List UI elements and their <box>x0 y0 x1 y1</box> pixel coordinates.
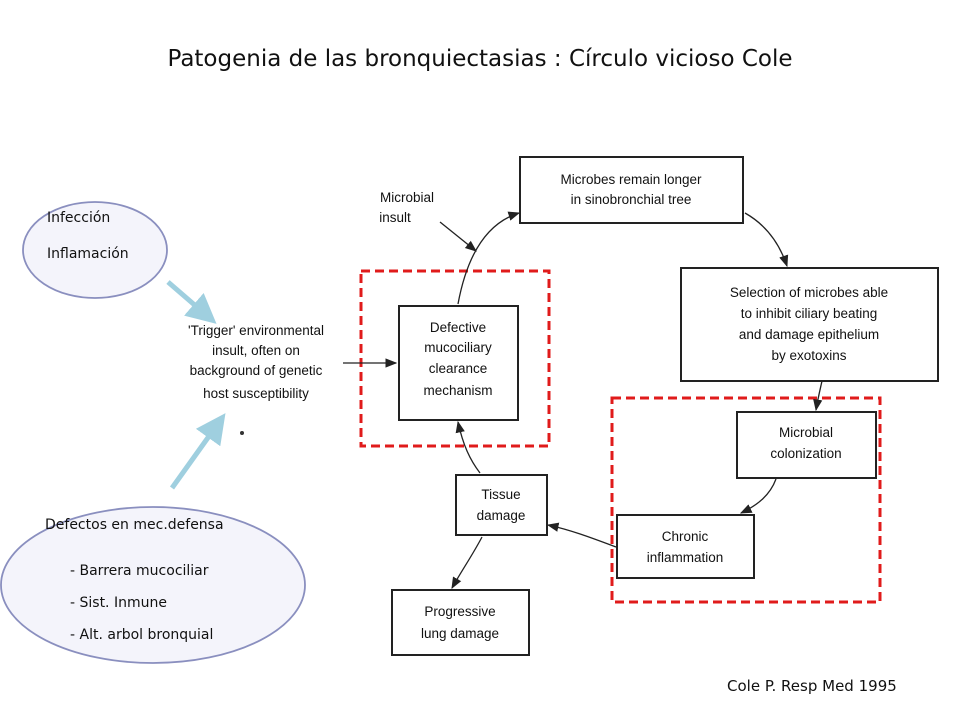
box-microbes-remain <box>519 156 744 224</box>
infection-inflammation-text: Infección Inflamación <box>47 210 129 262</box>
svg-text:mechanism: mechanism <box>423 383 492 398</box>
slide-title: Patogenia de las bronquiectasias : Círcu… <box>167 46 793 72</box>
svg-text:Selection of microbes able: Selection of microbes able <box>730 285 888 300</box>
arrow-selection-to-colonization <box>813 380 823 412</box>
defense-defects-text: Defectos en mec.defensa - Barrera mucoci… <box>45 517 224 643</box>
box-defective-clearance <box>398 305 519 421</box>
svg-text:'Trigger' environmental: 'Trigger' environmental <box>188 323 324 338</box>
box-selection-microbes-text: Selection of microbes able to inhibit ci… <box>730 285 888 363</box>
svg-text:colonization: colonization <box>770 446 841 461</box>
note-infeccion: Infección <box>47 210 110 226</box>
note-barrera: - Barrera mucociliar <box>70 563 209 579</box>
arrow-tissue-to-progressive <box>451 536 483 590</box>
box-microbial-colonization <box>736 411 877 479</box>
svg-text:Tissue: Tissue <box>481 487 520 502</box>
note-arbol: - Alt. arbol bronquial <box>70 627 213 643</box>
svg-text:background of genetic: background of genetic <box>190 363 323 378</box>
arrow-defective-to-microbes <box>457 211 521 305</box>
svg-text:Microbial: Microbial <box>380 190 434 205</box>
svg-text:host susceptibility: host susceptibility <box>203 386 309 401</box>
trigger-text: 'Trigger' environmental insult, often on… <box>188 323 324 401</box>
svg-text:Microbes remain longer: Microbes remain longer <box>560 172 702 187</box>
box-microbes-remain-text: Microbes remain longer in sinobronchial … <box>560 172 702 207</box>
microbial-insult-label: Microbial insult <box>379 190 434 225</box>
svg-text:clearance: clearance <box>429 361 488 376</box>
box-microbial-colonization-text: Microbial colonization <box>770 425 841 461</box>
box-selection-microbes <box>680 267 939 382</box>
svg-text:Progressive: Progressive <box>424 604 495 619</box>
arrow-chronic-to-tissue <box>546 522 617 548</box>
svg-text:by exotoxins: by exotoxins <box>771 348 846 363</box>
defense-defects-bubble <box>0 506 306 664</box>
pointer-arrow-top <box>166 280 217 324</box>
arrow-tissue-to-defective <box>455 420 481 474</box>
infection-inflammation-bubble <box>22 201 168 299</box>
note-sist-inmune: - Sist. Inmune <box>70 595 167 611</box>
scan-speck <box>240 431 244 435</box>
svg-text:insult: insult <box>379 210 411 225</box>
svg-text:in sinobronchial tree: in sinobronchial tree <box>571 192 692 207</box>
box-chronic-inflammation-text: Chronic inflammation <box>647 529 724 565</box>
arrow-colonization-to-chronic <box>739 478 777 514</box>
svg-text:Microbial: Microbial <box>779 425 833 440</box>
arrow-microbes-to-selection <box>744 212 789 268</box>
highlight-colonization-inflammation <box>610 396 882 604</box>
box-progressive-lung-damage-text: Progressive lung damage <box>421 604 499 641</box>
svg-text:lung damage: lung damage <box>421 626 499 641</box>
svg-text:Defective: Defective <box>430 320 486 335</box>
box-tissue-damage-text: Tissue damage <box>477 487 526 523</box>
highlight-defective-clearance <box>359 269 551 448</box>
note-defectos-heading: Defectos en mec.defensa <box>45 517 224 533</box>
note-inflamacion: Inflamación <box>47 246 129 262</box>
box-chronic-inflammation <box>616 514 755 579</box>
svg-text:mucociliary: mucociliary <box>424 340 492 355</box>
svg-text:inflammation: inflammation <box>647 550 724 565</box>
arrow-insult-to-cycle <box>439 221 477 252</box>
svg-text:Chronic: Chronic <box>662 529 709 544</box>
svg-text:and damage epithelium: and damage epithelium <box>739 327 879 342</box>
svg-text:damage: damage <box>477 508 526 523</box>
box-progressive-lung-damage <box>391 589 530 656</box>
box-defective-clearance-text: Defective mucociliary clearance mechanis… <box>423 320 492 398</box>
svg-text:to inhibit ciliary beating: to inhibit ciliary beating <box>741 306 878 321</box>
citation: Cole P. Resp Med 1995 <box>727 677 897 695</box>
svg-text:insult, often on: insult, often on <box>212 343 300 358</box>
box-tissue-damage <box>455 474 548 536</box>
pointer-arrow-bottom <box>169 413 226 490</box>
